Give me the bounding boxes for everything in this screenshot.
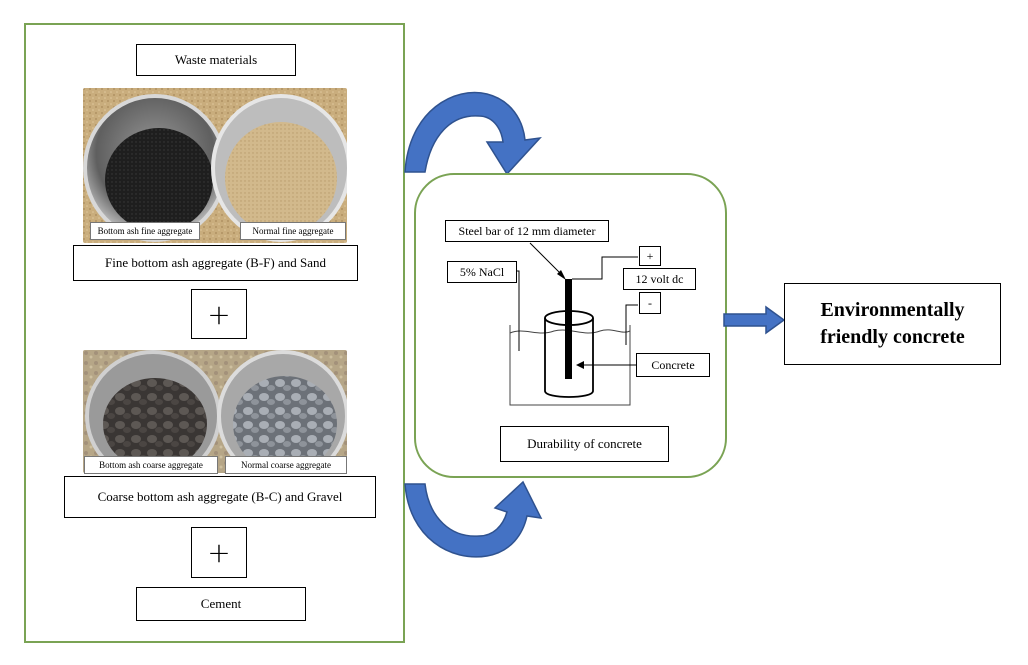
- output-box: Environmentally friendly concrete: [784, 283, 1001, 365]
- plus-icon: +: [207, 536, 231, 569]
- steel-bar: [565, 279, 572, 379]
- positive-wire: [572, 256, 638, 280]
- durability-box: Durability of concrete: [500, 426, 669, 462]
- steel-bar-pointer: [529, 242, 565, 278]
- fine-photo-label-left-text: Bottom ash fine aggregate: [97, 226, 193, 236]
- concrete-arrowhead: [576, 361, 584, 369]
- curved-arrow-bottom-shape: [404, 480, 543, 558]
- plus-box-1: +: [191, 289, 247, 339]
- fine-aggregate-box: Fine bottom ash aggregate (B-F) and Sand: [73, 245, 358, 281]
- nacl-label-box: 5% NaCl: [447, 261, 517, 283]
- output-line-1: Environmentally: [820, 299, 965, 321]
- plus-box-2: +: [191, 527, 247, 578]
- fine-aggregate-label: Fine bottom ash aggregate (B-F) and Sand: [105, 255, 326, 270]
- fine-aggregate-photo: [83, 88, 347, 243]
- nacl-label: 5% NaCl: [459, 264, 505, 279]
- fine-photo-label-right: Normal fine aggregate: [240, 222, 346, 240]
- cement-box: Cement: [136, 587, 306, 621]
- negative-terminal-box: -: [639, 292, 661, 314]
- concrete-label: Concrete: [651, 357, 695, 372]
- voltage-label: 12 volt dc: [635, 271, 684, 286]
- curved-arrow-top-shape: [404, 91, 542, 176]
- fine-photo-label-right-text: Normal fine aggregate: [252, 226, 334, 236]
- negative-terminal: -: [648, 295, 652, 310]
- coarse-aggregate-illustration: [83, 350, 347, 473]
- output-line-2: friendly concrete: [820, 326, 965, 348]
- steel-bar-label: Steel bar of 12 mm diameter: [458, 223, 596, 238]
- coarse-photo-label-left-text: Bottom ash coarse aggregate: [99, 460, 203, 470]
- straight-arrow-shape: [723, 305, 786, 335]
- concrete-label-box: Concrete: [636, 353, 710, 377]
- coarse-photo-label-right: Normal coarse aggregate: [225, 456, 347, 474]
- steel-bar-arrowhead: [557, 270, 566, 280]
- coarse-aggregate-label: Coarse bottom ash aggregate (B-C) and Gr…: [97, 489, 343, 504]
- coarse-photo-label-left: Bottom ash coarse aggregate: [84, 456, 218, 474]
- curved-arrow-top: [404, 91, 542, 176]
- corrosion-test-diagram: [509, 242, 638, 406]
- concrete-cylinder: [544, 318, 594, 398]
- coarse-aggregate-box: Coarse bottom ash aggregate (B-C) and Gr…: [64, 476, 376, 518]
- nacl-pointer: [516, 270, 520, 351]
- fine-aggregate-illustration: [83, 88, 347, 243]
- coarse-photo-label-right-text: Normal coarse aggregate: [241, 460, 331, 470]
- straight-arrow: [723, 305, 786, 335]
- negative-wire: [625, 304, 638, 345]
- coarse-aggregate-photo: [83, 350, 347, 473]
- steel-bar-label-box: Steel bar of 12 mm diameter: [445, 220, 609, 242]
- cement-label: Cement: [200, 596, 242, 611]
- positive-terminal-box: +: [639, 246, 661, 266]
- fine-photo-label-left: Bottom ash fine aggregate: [90, 222, 200, 240]
- plus-icon: +: [207, 297, 231, 331]
- curved-arrow-bottom: [404, 480, 543, 558]
- solution-surface: [509, 329, 631, 334]
- materials-panel: [24, 23, 405, 643]
- positive-terminal: +: [646, 248, 654, 263]
- durability-label: Durability of concrete: [527, 436, 642, 451]
- voltage-label-box: 12 volt dc: [623, 268, 696, 290]
- waste-materials-label: Waste materials: [174, 52, 258, 67]
- waste-materials-box: Waste materials: [136, 44, 296, 76]
